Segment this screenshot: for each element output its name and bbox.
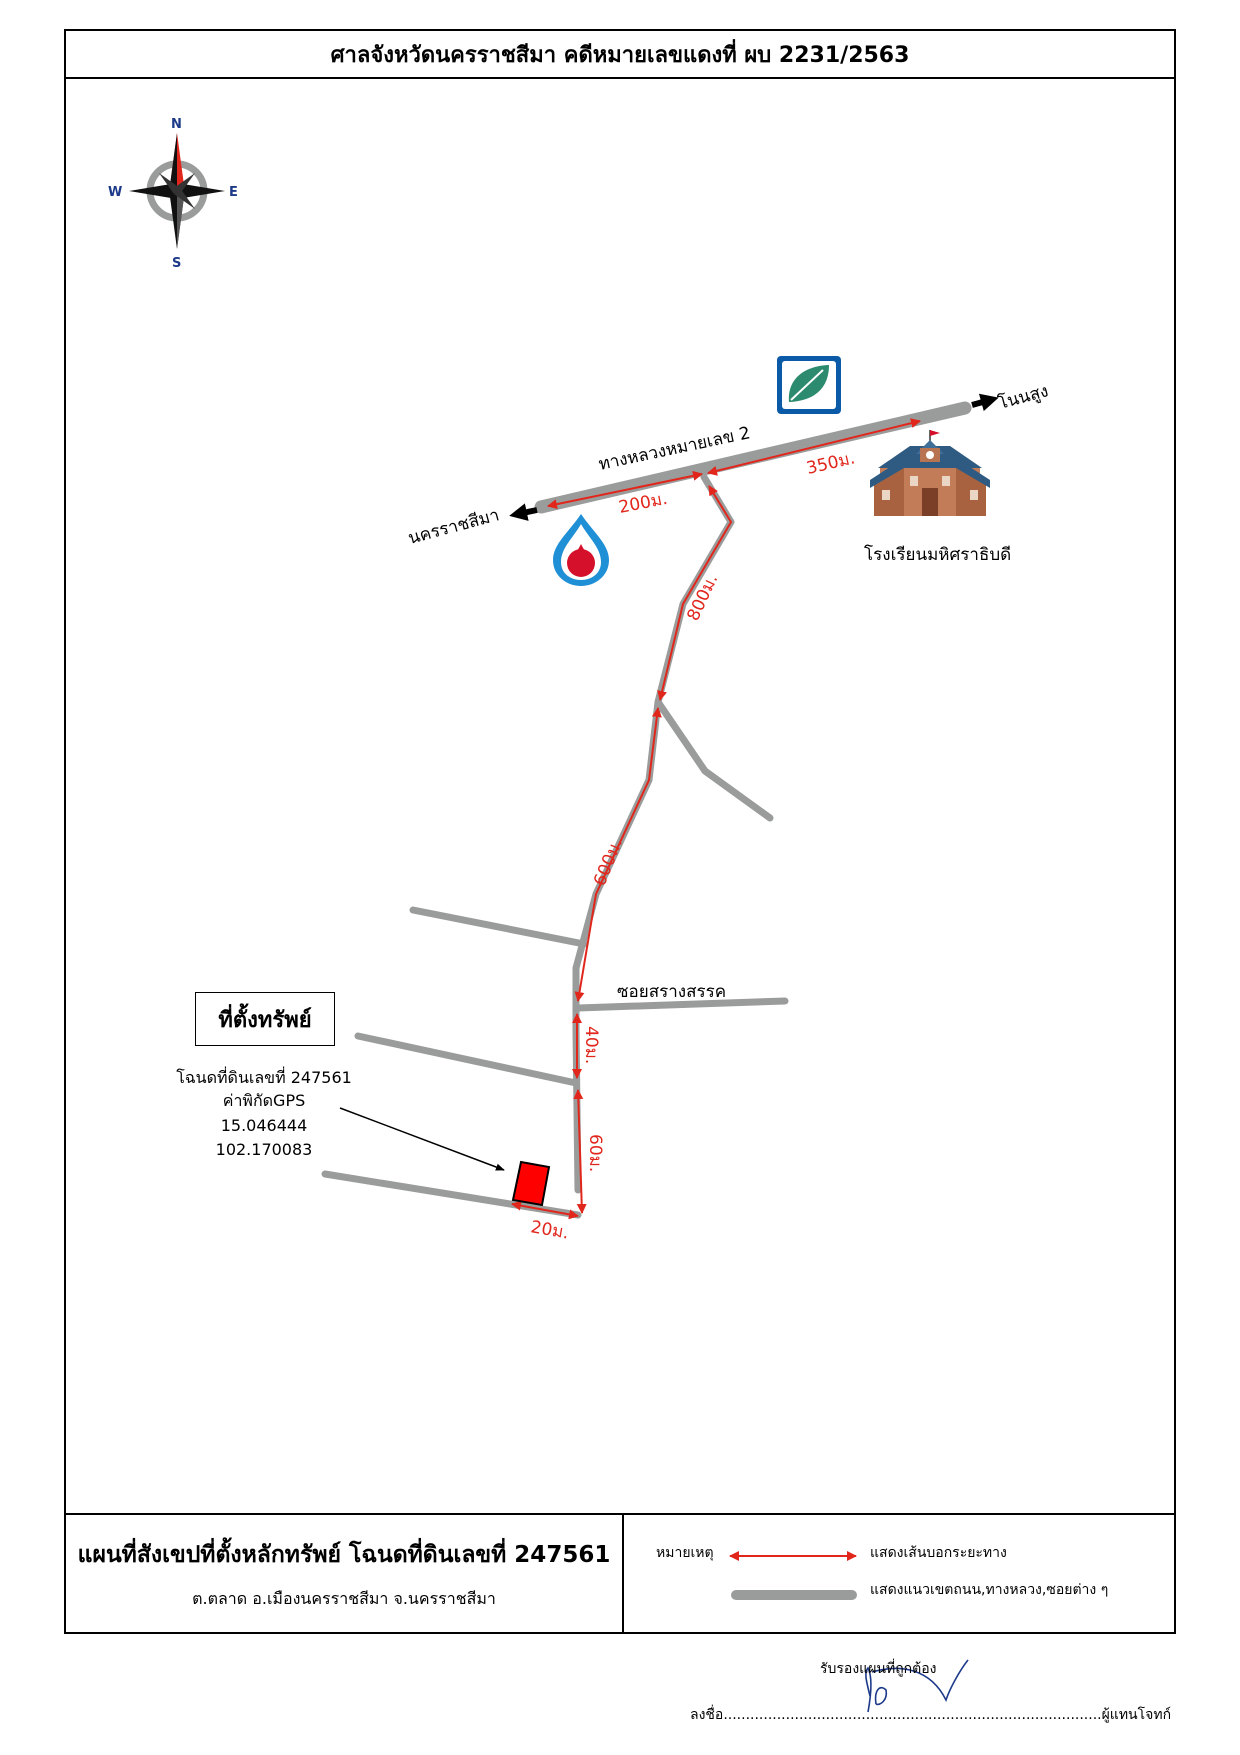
distance-line-600	[574, 707, 662, 1002]
distance-line-800	[657, 485, 733, 701]
distance-line-350	[707, 418, 921, 476]
compass-rose-icon: N S E W	[108, 117, 238, 271]
property-lon: 102.170083	[215, 1140, 313, 1159]
soi-label: ซอยสรางสรรค	[617, 982, 726, 1002]
distance-line-200	[547, 470, 703, 510]
distance-line-60	[573, 1089, 587, 1214]
property-pointer	[339, 1107, 505, 1171]
plan-title: แผนที่สังเขปที่ตั้งหลักทรัพย์ โฉนดที่ดิน…	[77, 1542, 611, 1568]
distance-label-60: 60ม.	[585, 1134, 605, 1172]
school-building-icon	[870, 430, 990, 516]
signature-line: ลงชื่อ..................................…	[690, 1707, 1172, 1723]
property-gps-label: ค่าพิกัดGPS	[222, 1091, 306, 1110]
legend-gray-text: แสดงแนวเขตถนน,ทางหลวง,ซอยต่าง ๆ	[870, 1582, 1109, 1598]
page-title: ศาลจังหวัดนครราชสีมา คดีหมายเลขแดงที่ ผบ…	[66, 31, 1174, 79]
footer: แผนที่สังเขปที่ตั้งหลักทรัพย์ โฉนดที่ดิน…	[66, 1513, 1174, 1634]
svg-text:N: N	[171, 117, 182, 132]
legend-label: หมายเหตุ	[656, 1545, 714, 1561]
distance-lines	[511, 418, 921, 1220]
map-frame: ศาลจังหวัดนครราชสีมา คดีหมายเลขแดงที่ ผบ…	[64, 29, 1176, 1634]
svg-text:E: E	[229, 185, 238, 200]
plan-location: ต.ตลาด อ.เมืองนครราชสีมา จ.นครราชสีมา	[192, 1589, 496, 1608]
distance-label-40: 40ม.	[581, 1026, 601, 1064]
property-lat: 15.046444	[220, 1116, 308, 1135]
property-marker	[511, 1160, 551, 1207]
footer-title-cell: แผนที่สังเขปที่ตั้งหลักทรัพย์ โฉนดที่ดิน…	[66, 1515, 624, 1634]
branch-road-west-1	[409, 906, 588, 948]
school-label: โรงเรียนมหิศราธิบดี	[864, 544, 1011, 565]
arrow-to-non-sung	[971, 393, 999, 412]
branch-road-west-2	[354, 1032, 580, 1087]
soi-road	[574, 997, 789, 1012]
property-title-box: ที่ตั้งทรัพย์	[195, 992, 335, 1046]
svg-text:S: S	[172, 256, 181, 271]
bangchak-station-icon	[777, 356, 841, 414]
branch-road-east	[654, 698, 774, 822]
legend-red-text: แสดงเส้นบอกระยะทาง	[870, 1545, 1007, 1561]
signature-scribble	[865, 1659, 969, 1713]
arrow-to-nakhon-ratchasima	[509, 503, 538, 521]
ptt-station-icon	[553, 514, 609, 586]
distance-line-20	[511, 1200, 579, 1220]
signature-certify: รับรองแผนที่ถูกต้อง	[820, 1661, 937, 1677]
property-deed: โฉนดที่ดินเลขที่ 247561	[176, 1068, 352, 1087]
svg-text:W: W	[108, 185, 122, 200]
